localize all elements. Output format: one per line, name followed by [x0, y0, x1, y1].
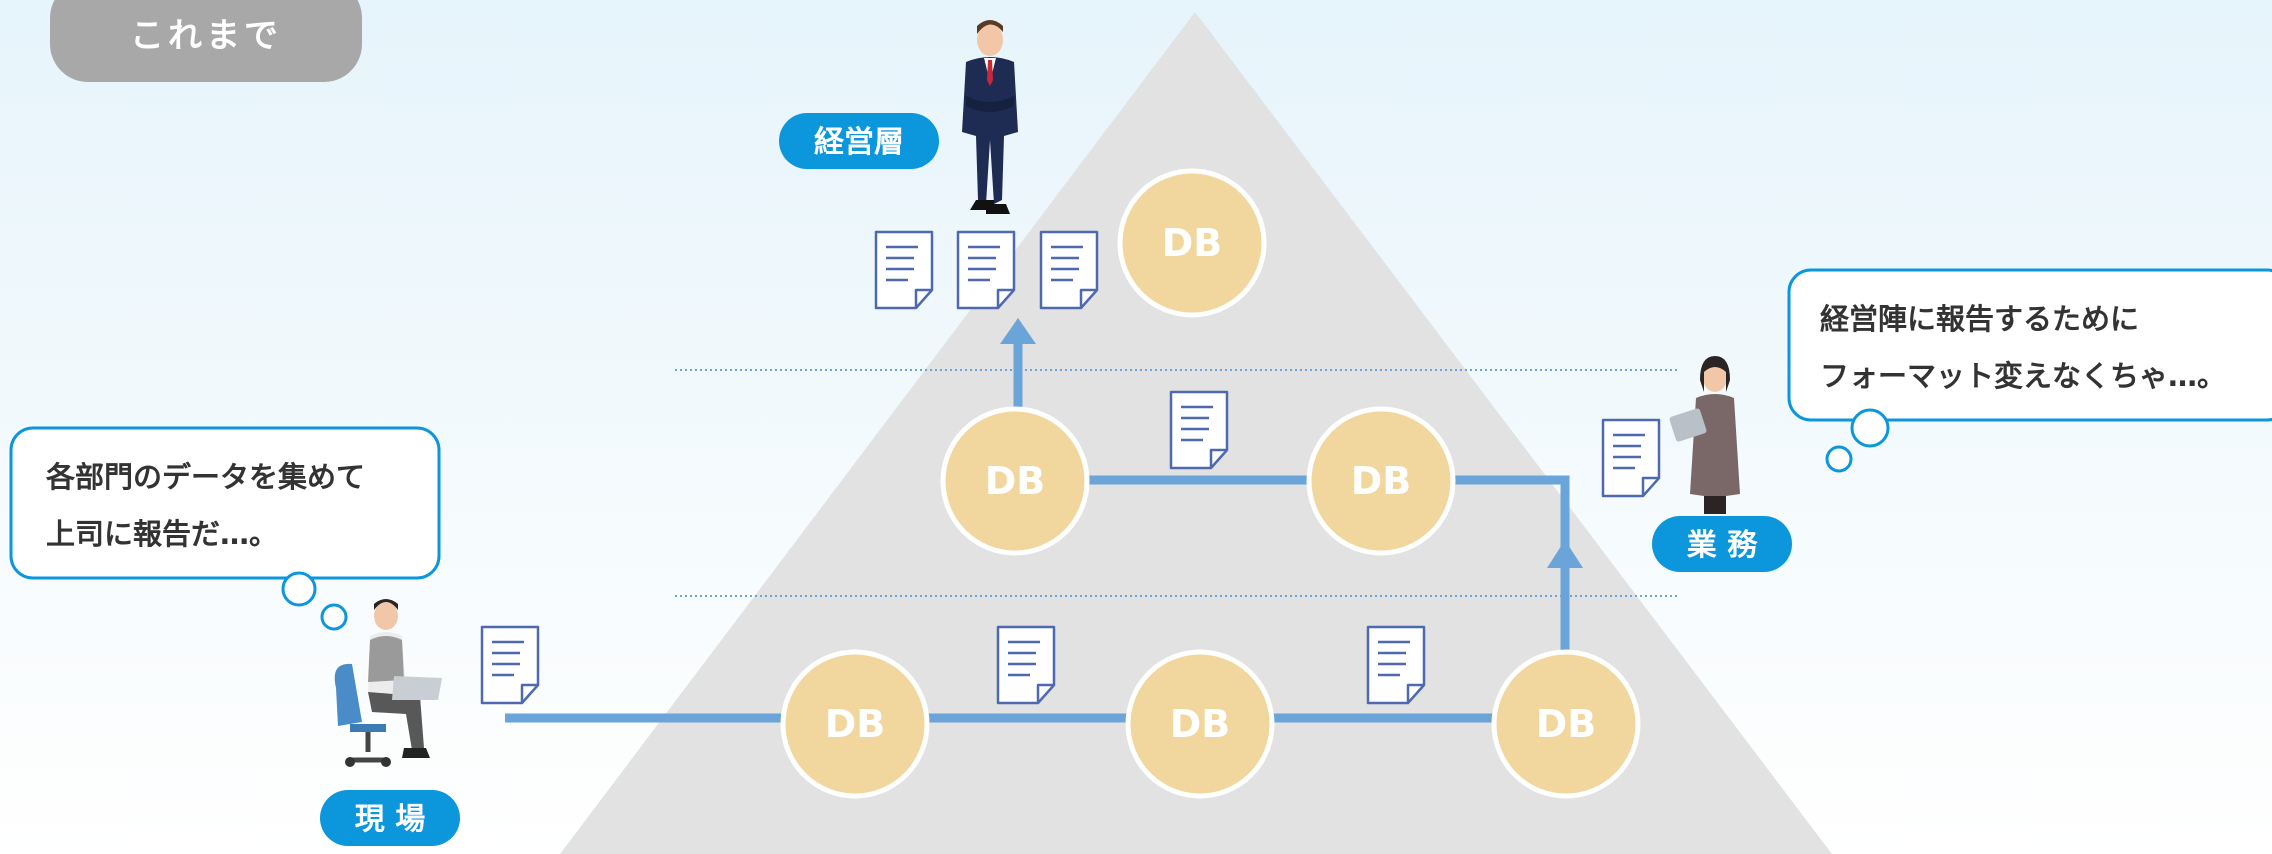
document-icon — [956, 230, 1016, 310]
flow-arrow-top — [1000, 318, 1036, 344]
speech-bubble-field-line2: 上司に報告だ…。 — [46, 517, 278, 551]
document-icon — [874, 230, 934, 310]
businesswoman-figure — [1669, 356, 1740, 514]
role-badge-operations-label: 業 務 — [1687, 528, 1758, 563]
db-node-middle-right: DB — [1306, 406, 1456, 556]
thought-dot-small — [320, 603, 348, 631]
document-icon — [1169, 390, 1229, 470]
db-label: DB — [985, 459, 1046, 503]
speech-bubble-field-line1: 各部門のデータを集めて — [45, 460, 365, 494]
role-badge-field: 現 場 — [320, 790, 460, 846]
thought-dot-small — [1825, 445, 1853, 473]
role-badge-operations: 業 務 — [1652, 516, 1792, 572]
speech-bubble-operations-line2: フォーマット変えなくちゃ…。 — [1820, 359, 2226, 393]
document-icon — [1039, 230, 1099, 310]
db-label: DB — [1162, 221, 1223, 265]
speech-bubble-operations-line1: 経営陣に報告するために — [1820, 302, 2139, 336]
db-node-middle-left: DB — [940, 406, 1090, 556]
office-worker-figure — [334, 599, 442, 767]
db-label: DB — [1170, 702, 1231, 746]
flow-line-middle — [1015, 475, 1570, 568]
thought-dot-large — [1850, 408, 1890, 448]
role-badge-executive: 経営層 — [779, 113, 939, 169]
document-icon — [996, 625, 1056, 705]
role-badge-field-label: 現 場 — [355, 802, 425, 837]
header-badge: これまで — [50, 0, 362, 82]
speech-bubble-field: 各部門のデータを集めて 上司に報告だ…。 — [9, 426, 441, 631]
businessman-figure — [962, 20, 1018, 214]
thought-dot-large — [281, 571, 317, 607]
document-icon — [480, 625, 540, 705]
document-icon — [1366, 625, 1426, 705]
speech-bubble-operations: 経営陣に報告するために フォーマット変えなくちゃ…。 — [1787, 268, 2272, 473]
db-nodes: DB DB DB DB DB DB — [780, 168, 1641, 799]
role-badge-executive-label: 経営層 — [814, 125, 904, 160]
db-node-bottom-right: DB — [1491, 649, 1641, 799]
db-node-bottom-left: DB — [780, 649, 930, 799]
db-label: DB — [1536, 702, 1597, 746]
header-badge-label: これまで — [130, 16, 282, 56]
db-label: DB — [825, 702, 886, 746]
flow-arrow-right-up — [1547, 540, 1583, 568]
db-label: DB — [1351, 459, 1412, 503]
document-icon — [1601, 418, 1661, 498]
db-node-bottom-center: DB — [1125, 649, 1275, 799]
db-node-top: DB — [1117, 168, 1267, 318]
